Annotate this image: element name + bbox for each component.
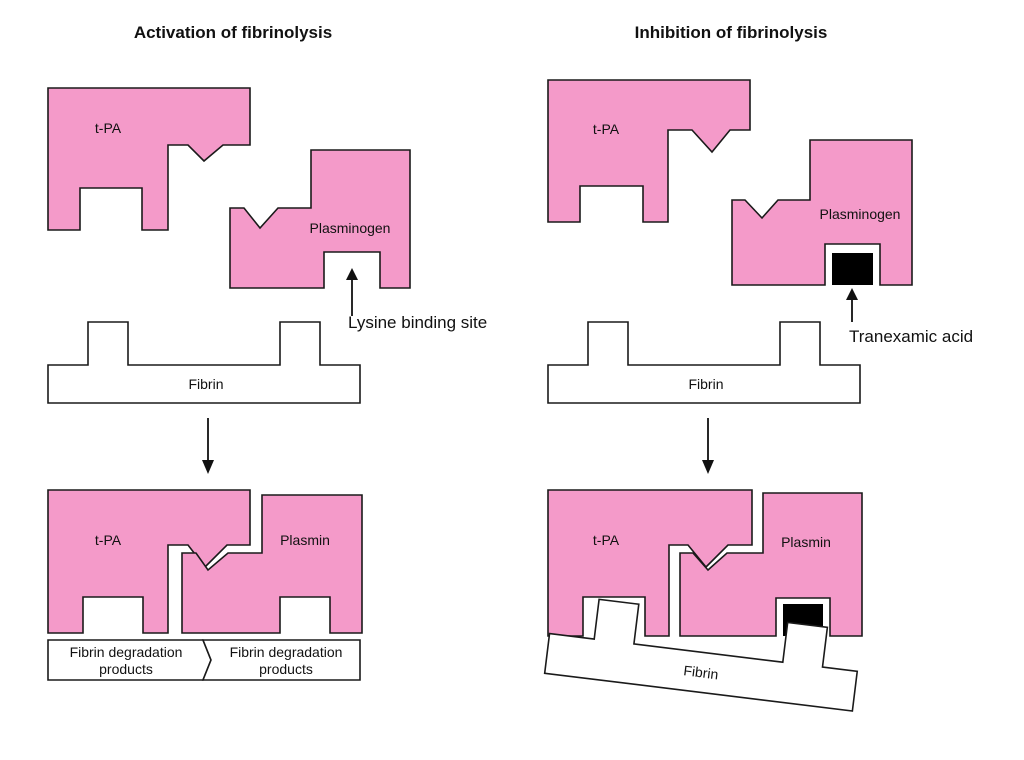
activation-panel: Activation of fibrinolysis t-PA Plasmino… [47, 23, 487, 681]
fibrin-label-displaced: Fibrin [683, 662, 720, 682]
degradation-products: Fibrin degradation products Fibrin degra… [47, 639, 361, 681]
fibrin-label-right: Fibrin [688, 376, 723, 392]
reaction-arrow [202, 418, 214, 474]
plasminogen-label: Plasminogen [310, 220, 391, 236]
fibrin-strand: Fibrin [47, 321, 361, 404]
reaction-arrow-right [702, 418, 714, 474]
tpa-molecule-result: t-PA [47, 489, 251, 634]
tranexamic-arrow [846, 288, 858, 322]
tpa-molecule-result-right: t-PA [547, 489, 753, 637]
plasmin-molecule-right: Plasmin [679, 492, 863, 637]
lysine-binding-site-label: Lysine binding site [348, 313, 487, 332]
activation-title: Activation of fibrinolysis [134, 23, 332, 42]
fibrin-label: Fibrin [188, 376, 223, 392]
plasminogen-molecule: Plasminogen [229, 149, 411, 289]
plasminogen-label-right: Plasminogen [820, 206, 901, 222]
tranexamic-acid-label: Tranexamic acid [849, 327, 973, 346]
plasmin-molecule: Plasmin [181, 494, 363, 634]
tpa-label-right: t-PA [593, 121, 620, 137]
tpa-molecule-top: t-PA [47, 87, 251, 231]
degradation-product-left-line1: Fibrin degradation [70, 644, 183, 660]
plasminogen-molecule-right: Plasminogen [731, 139, 913, 286]
degradation-product-right-line2: products [259, 661, 313, 677]
plasmin-label-right: Plasmin [781, 534, 831, 550]
degradation-product-left-line2: products [99, 661, 153, 677]
tpa-molecule-top-right: t-PA [547, 79, 751, 223]
inhibition-panel: Inhibition of fibrinolysis t-PA Plasmino… [543, 23, 973, 712]
tpa-result-label-right: t-PA [593, 532, 620, 548]
tpa-label: t-PA [95, 120, 122, 136]
tpa-result-label: t-PA [95, 532, 122, 548]
binding-site-arrow [346, 268, 358, 316]
inhibition-title: Inhibition of fibrinolysis [635, 23, 828, 42]
displaced-fibrin: Fibrin [543, 598, 859, 712]
fibrin-strand-right: Fibrin [547, 321, 861, 404]
degradation-product-right-line1: Fibrin degradation [230, 644, 343, 660]
plasmin-label: Plasmin [280, 532, 330, 548]
tranexamic-acid-block [832, 253, 873, 285]
